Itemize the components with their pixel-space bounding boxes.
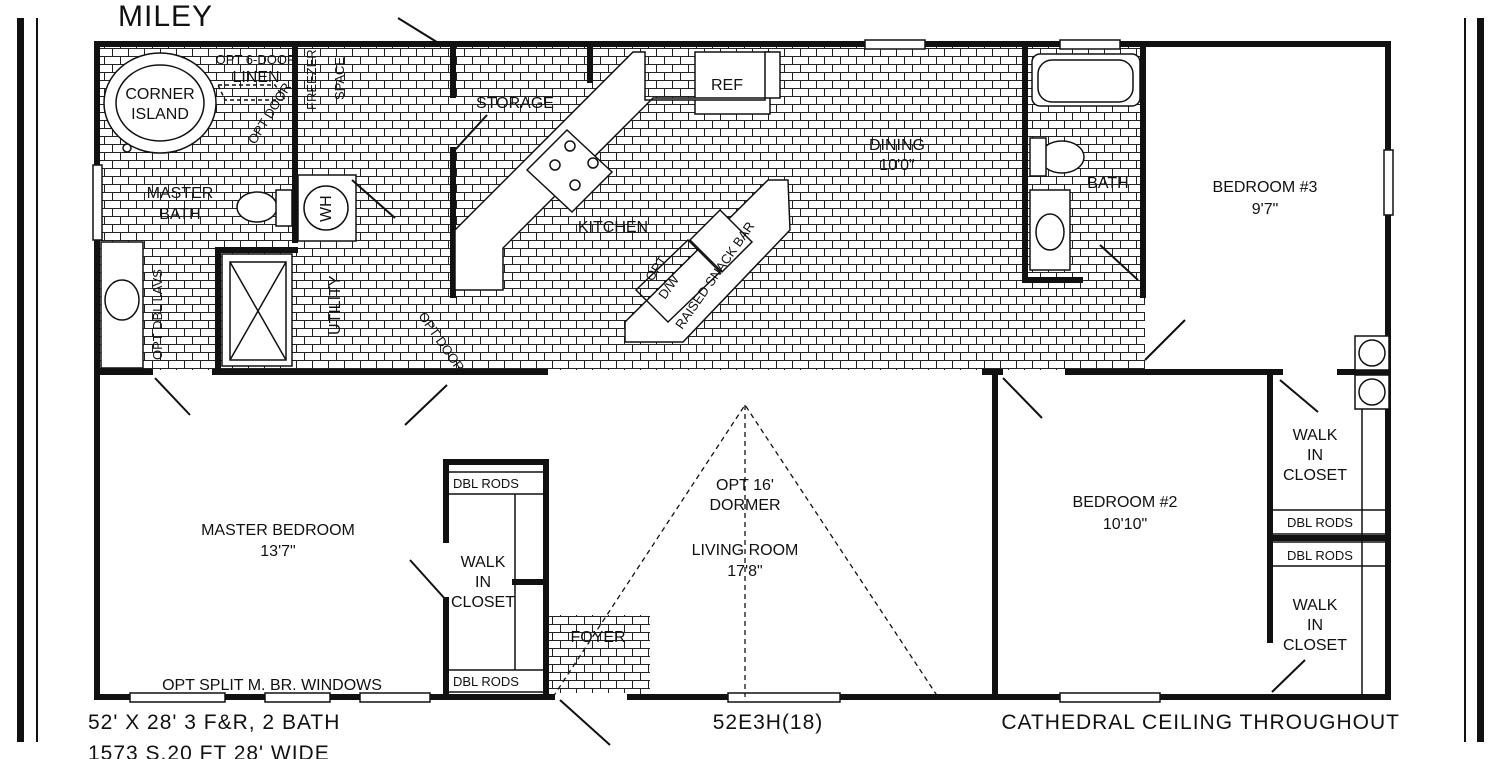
room-labels: CORNER ISLAND OPT 6-DOOR LINEN FREEZER S…: [125, 49, 1353, 694]
label-master-bedroom-size: 13'7": [260, 543, 295, 560]
footer-captions: 52' X 28' 3 F&R, 2 BATH 52E3H(18) CATHED…: [88, 711, 1400, 759]
label-bedroom-3: BEDROOM #3: [1213, 179, 1318, 196]
label-kitchen: KITCHEN: [578, 219, 648, 236]
label-wic-1-b: IN: [475, 574, 491, 591]
footer-note: CATHEDRAL CEILING THROUGHOUT: [1001, 711, 1400, 734]
label-freezer: FREEZER: [304, 49, 319, 110]
door-swings: [154, 17, 1319, 746]
label-master-bath-1: MASTER: [147, 185, 214, 202]
label-opt-dormer-1: OPT 16': [716, 477, 774, 494]
label-foyer: FOYER: [570, 629, 625, 646]
header-partial-text: MILEY: [118, 0, 213, 33]
dormer-outline: [552, 403, 939, 698]
label-bath: BATH: [1087, 175, 1128, 192]
label-space: SPACE: [332, 57, 347, 100]
label-wic-3-a: WALK: [1293, 427, 1338, 444]
label-living-room: LIVING ROOM: [692, 542, 799, 559]
label-bedroom-3-size: 9'7": [1252, 201, 1279, 218]
windows: [92, 39, 1394, 703]
label-wic-2-c: CLOSET: [1283, 637, 1347, 654]
label-dbl-rods-3: DBL RODS: [1287, 515, 1353, 530]
footer-cut-line: 1573 S.20 FT 28' WIDE: [88, 742, 330, 759]
label-living-room-size: 17'8": [727, 563, 762, 580]
label-utility: UTILITY: [327, 275, 344, 335]
footer-model: 52E3H(18): [713, 711, 824, 734]
label-opt-linen-1: OPT 6-DOOR: [216, 52, 297, 67]
label-wic-1-a: WALK: [461, 554, 506, 571]
label-wh: WH: [318, 195, 335, 222]
label-wic-3-c: CLOSET: [1283, 467, 1347, 484]
label-corner-island-1: CORNER: [125, 86, 194, 103]
interior-walls: [97, 45, 1391, 700]
label-master-bedroom: MASTER BEDROOM: [201, 522, 355, 539]
label-opt-split-windows: OPT SPLIT M. BR. WINDOWS: [162, 677, 382, 694]
label-opt-linen-2: LINEN: [232, 69, 279, 86]
label-storage: STORAGE: [476, 95, 554, 112]
label-dbl-rods-1: DBL RODS: [453, 476, 519, 491]
closet-shelves: [447, 388, 1387, 697]
label-opt-dbl-lavs: OPT DBL LAVS: [150, 269, 165, 360]
exterior-walls: [94, 41, 1391, 700]
label-wic-1-c: CLOSET: [451, 594, 515, 611]
label-master-bath-2: BATH: [159, 206, 200, 223]
label-bedroom-2-size: 10'10": [1103, 516, 1147, 533]
label-wic-3-b: IN: [1307, 447, 1323, 464]
page-frame: [17, 18, 1484, 742]
label-wic-2-a: WALK: [1293, 597, 1338, 614]
label-dining-size: 10'0": [879, 157, 914, 174]
label-ref: REF: [711, 77, 743, 94]
label-dbl-rods-2: DBL RODS: [453, 674, 519, 689]
label-opt-dormer-2: DORMER: [709, 497, 780, 514]
label-corner-island-2: ISLAND: [131, 106, 189, 123]
label-dbl-rods-4: DBL RODS: [1287, 548, 1353, 563]
footer-size: 52' X 28' 3 F&R, 2 BATH: [88, 711, 340, 734]
label-dining: DINING: [869, 137, 925, 154]
fixtures: [100, 51, 1390, 410]
label-wic-2-b: IN: [1307, 617, 1323, 634]
label-bedroom-2: BEDROOM #2: [1073, 494, 1178, 511]
